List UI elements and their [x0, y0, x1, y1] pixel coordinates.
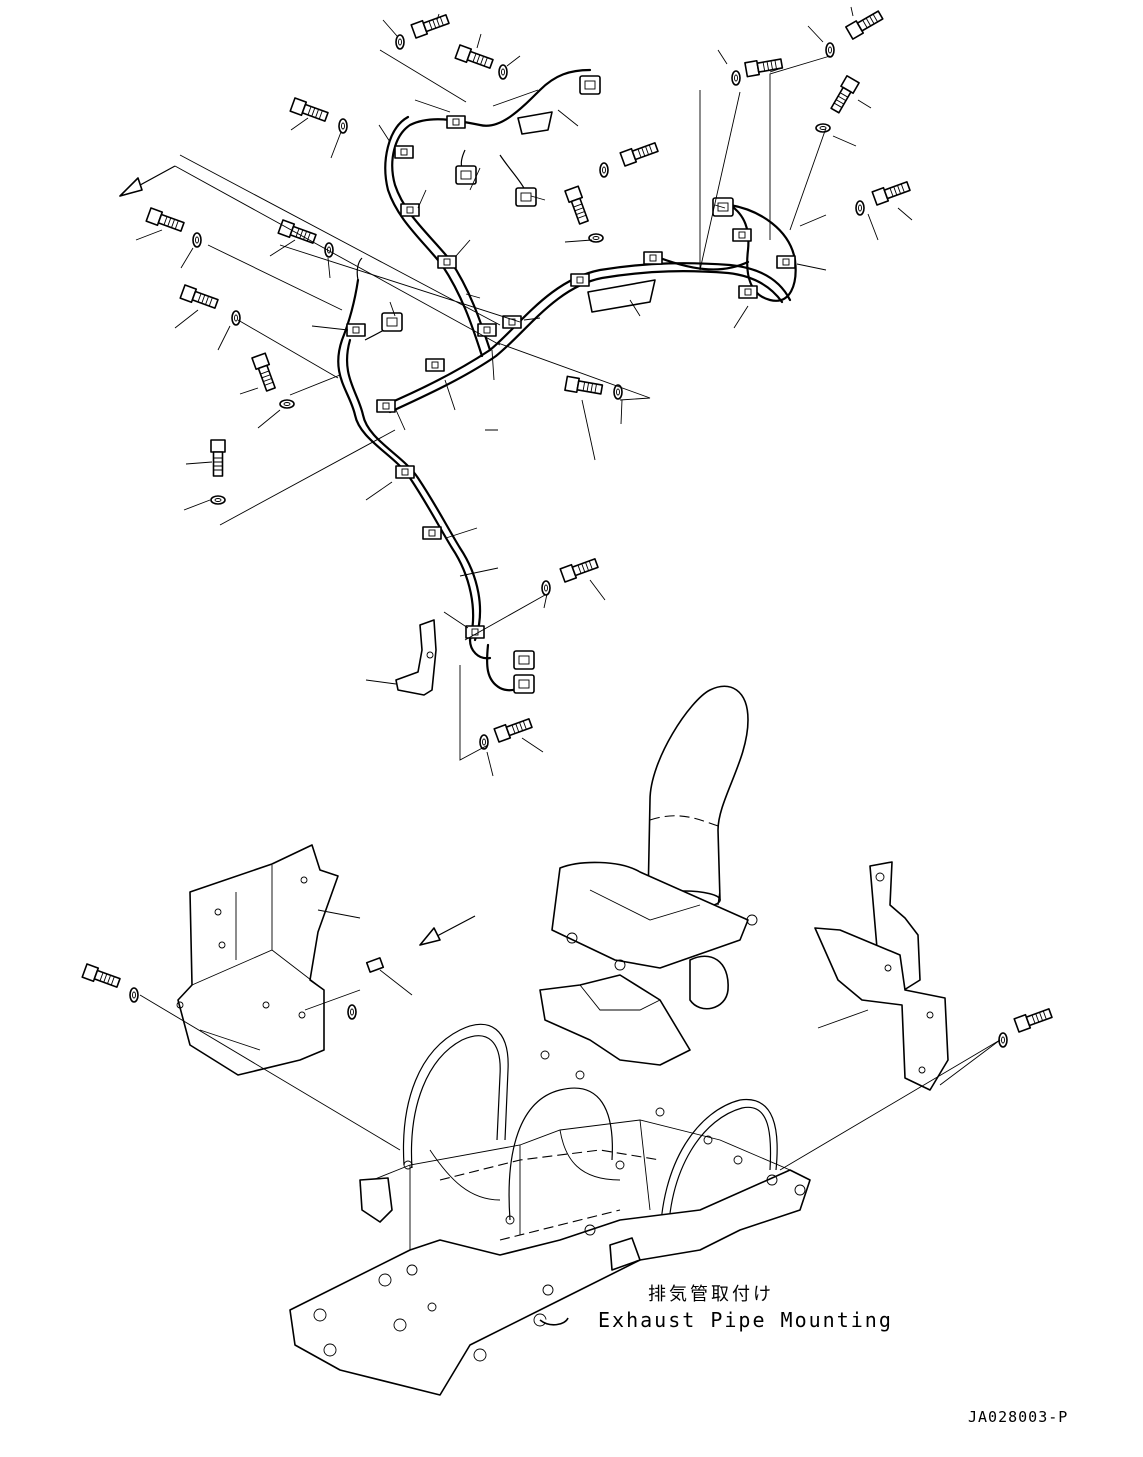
bracket-right: [814, 861, 1001, 1091]
bolt: [871, 178, 912, 206]
washer: [731, 70, 741, 86]
washer: [210, 495, 226, 505]
washer: [129, 987, 139, 1003]
bolt: [277, 219, 318, 247]
harness-right-branch: [383, 262, 792, 407]
harness-plate: [517, 111, 553, 135]
bolt: [744, 55, 784, 78]
harness-plate: [587, 279, 656, 313]
harness-clamp: [395, 465, 415, 479]
bolt: [619, 139, 660, 167]
harness-connector: [513, 674, 535, 694]
harness-clamp: [394, 145, 414, 159]
wiring-harness: [337, 68, 797, 696]
washer: [498, 64, 508, 80]
bolt: [210, 439, 226, 477]
harness-main-cable: [337, 278, 475, 642]
bolt: [410, 11, 451, 39]
harness-clamp: [346, 323, 366, 337]
bolt: [559, 555, 600, 583]
harness-clamp: [732, 228, 752, 242]
harness-connector: [513, 650, 535, 670]
exhaust-pipe: [647, 685, 749, 910]
washer: [395, 34, 405, 50]
engine-mount-frame: [139, 861, 1001, 1396]
washer: [825, 42, 835, 58]
harness-clamp: [400, 203, 420, 217]
harness-clamp: [376, 399, 396, 413]
bolt: [828, 75, 860, 115]
drawing-number: JA028003-P: [968, 1408, 1069, 1426]
washer: [815, 123, 831, 133]
harness-clamp: [776, 255, 796, 269]
washer: [231, 310, 241, 326]
washer: [338, 118, 348, 134]
bolt: [493, 715, 534, 743]
bolt: [1013, 1005, 1054, 1033]
lower-bracket: [395, 619, 437, 696]
harness-clamp: [425, 358, 445, 372]
o-ring: [347, 1004, 357, 1020]
harness-connector: [455, 165, 477, 185]
harness-connector: [381, 312, 403, 332]
harness-clamp: [465, 625, 485, 639]
leader-lines: [119, 6, 913, 946]
washer: [599, 162, 609, 178]
caption-english: Exhaust Pipe Mounting: [598, 1308, 893, 1332]
harness-clamp: [643, 251, 663, 265]
harness-clamp: [422, 526, 442, 540]
washer: [998, 1032, 1008, 1048]
washer: [588, 233, 604, 243]
heat-shield-left: [176, 844, 413, 1076]
bolt: [81, 963, 122, 991]
bolt: [845, 8, 885, 40]
washer: [324, 242, 334, 258]
washer: [541, 580, 551, 596]
washer: [192, 232, 202, 248]
harness-clamp: [570, 273, 590, 287]
bolt: [289, 97, 330, 125]
bolt: [564, 375, 604, 398]
bolt: [145, 207, 186, 235]
bolt: [454, 44, 495, 72]
bolt: [251, 352, 279, 393]
washer: [279, 399, 295, 409]
bolt: [179, 284, 220, 312]
washer: [855, 200, 865, 216]
harness-clamp: [738, 285, 758, 299]
harness-clamp: [446, 115, 466, 129]
caption-japanese: 排気管取付け: [648, 1284, 774, 1305]
harness-clamp: [437, 255, 457, 269]
harness-connector: [579, 75, 601, 95]
bolt: [564, 185, 592, 226]
